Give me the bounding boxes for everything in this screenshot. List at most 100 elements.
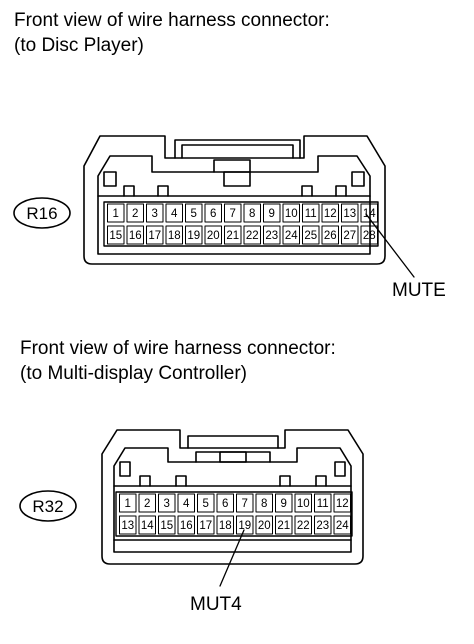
pin-number: 1 [113,208,119,220]
pin-number: 7 [230,208,236,220]
connector-r32-id-badge: R32 [19,490,77,522]
pin-cell [138,493,156,513]
pin-number: 20 [258,520,271,532]
pin-cell [204,225,222,245]
pin-number: 2 [132,208,138,220]
pin-cell [263,225,281,245]
pin-number: 3 [152,208,158,220]
pin-cell [185,225,203,245]
pin-number: 4 [183,498,190,510]
pin-cell [204,203,222,223]
heading-multi-display: Front view of wire harness connector: (t… [20,336,336,386]
pin-number: 13 [121,520,134,532]
pin-cell [119,515,137,535]
pin-number: 14 [363,208,376,220]
pin-cell [275,493,293,513]
pin-number: 15 [109,230,122,242]
pin-cell [321,203,339,223]
pin-cell [146,203,164,223]
pin-cell [158,493,176,513]
pin-number: 21 [277,520,290,532]
pin-number: 18 [219,520,232,532]
pin-cell [197,515,215,535]
pin-cell [107,203,125,223]
pin-cell [302,225,320,245]
pin-cell [216,515,234,535]
pin-cell [321,225,339,245]
pin-cell [341,203,359,223]
pin-cell [255,493,273,513]
connector-id-r16: R16 [26,204,57,223]
callout-label-mut4: MUT4 [190,594,242,615]
heading-line-2: (to Disc Player) [14,35,144,56]
pin-number: 1 [125,498,131,510]
pin-cell [314,493,332,513]
heading-line-2: (to Multi-display Controller) [20,363,248,384]
pin-number: 17 [199,520,212,532]
connector-id-r32: R32 [32,497,63,516]
pin-number: 19 [238,520,251,532]
pin-cell [243,225,261,245]
pin-cell [282,225,300,245]
pin-cell [216,493,234,513]
pin-number: 11 [305,208,317,220]
pin-number: 19 [187,230,200,242]
pin-number: 25 [304,230,317,242]
pin-cell [185,203,203,223]
pin-cell [165,203,183,223]
pin-cell [165,225,183,245]
pin-cell [177,515,195,535]
pin-number: 21 [226,230,239,242]
pin-cell [294,493,312,513]
pin-cell [294,515,312,535]
pin-cell [341,225,359,245]
heading-line-1: Front view of wire harness connector: [20,338,336,359]
pin-number: 10 [297,498,310,510]
pin-number: 3 [164,498,170,510]
connector-r16-id-badge: R16 [13,197,71,229]
pin-cell [255,515,273,535]
pin-number: 2 [144,498,150,510]
pin-cell [224,203,242,223]
pin-number: 5 [191,208,197,220]
pin-number: 26 [324,230,337,242]
pin-cell [360,203,378,223]
heading-disc-player: Front view of wire harness connector: (t… [14,8,330,58]
pin-number: 6 [222,498,228,510]
pin-number: 11 [317,498,329,510]
pin-cell [197,493,215,513]
pin-cell [282,203,300,223]
pin-cell [314,515,332,535]
connector-r32-housing [101,429,364,565]
pin-number: 17 [148,230,161,242]
pin-cell [107,225,125,245]
pin-cell [302,203,320,223]
pin-number: 27 [343,230,356,242]
pin-cell [146,225,164,245]
callout-label-mute: MUTE [392,280,446,301]
pin-number: 24 [285,230,298,242]
pin-number: 4 [171,208,178,220]
connector-r16-housing [83,135,386,265]
pin-cell [236,493,254,513]
pin-cell [119,493,137,513]
pin-number: 28 [363,230,376,242]
pin-number: 9 [269,208,275,220]
pin-cell [126,203,144,223]
pin-number: 8 [261,498,267,510]
pin-cell [243,203,261,223]
pin-cell [177,493,195,513]
pin-cell [275,515,293,535]
pin-cell [224,225,242,245]
pin-number: 13 [343,208,356,220]
pin-number: 16 [129,230,142,242]
pin-number: 14 [141,520,154,532]
pin-number: 22 [297,520,310,532]
pin-number: 23 [316,520,329,532]
pin-number: 6 [210,208,216,220]
pin-number: 7 [242,498,248,510]
pin-cell [263,203,281,223]
